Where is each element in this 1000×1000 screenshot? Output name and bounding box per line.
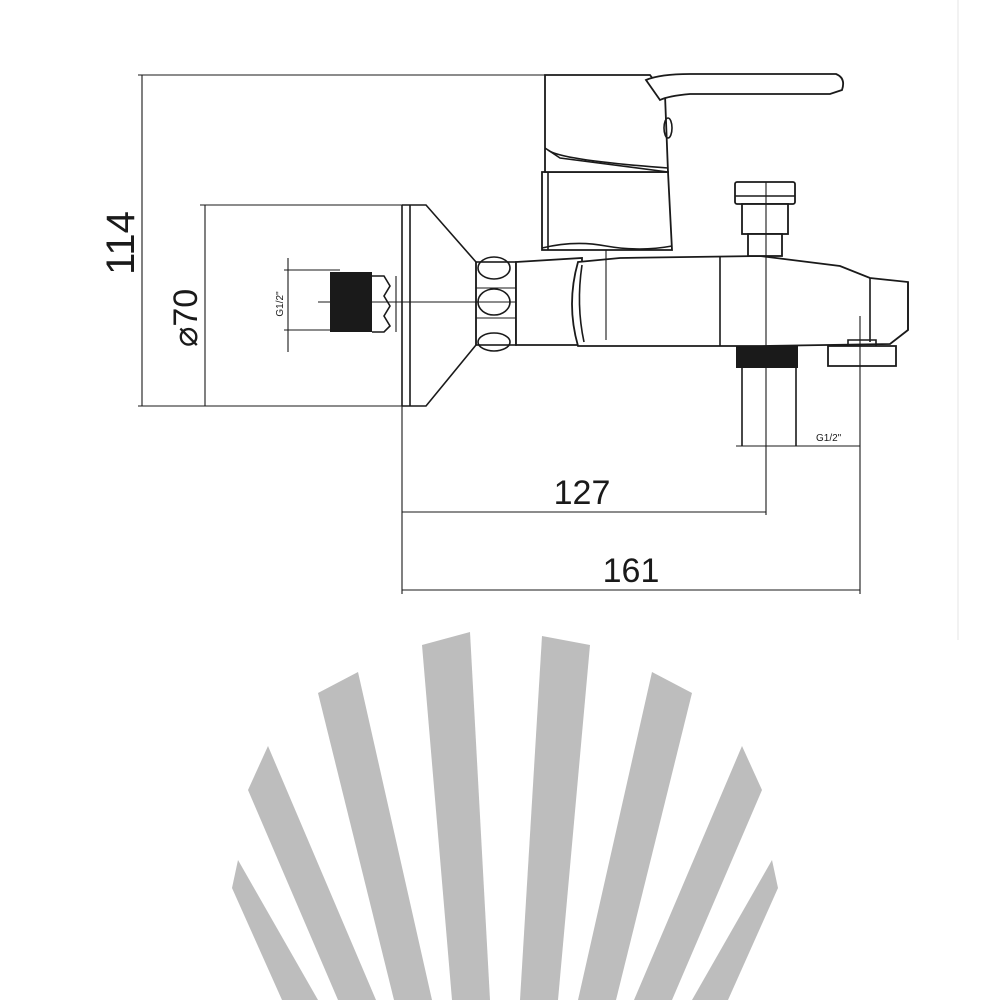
wall-inlet-thread-label: G1/2" xyxy=(275,291,286,317)
watermark-ray xyxy=(578,672,692,1000)
dimension-depth-long-label: 161 xyxy=(603,552,660,590)
watermark-ray xyxy=(248,746,376,1000)
faucet-body xyxy=(515,100,909,347)
watermark-ray xyxy=(422,632,490,1000)
diverter-knob xyxy=(734,181,796,515)
watermark-ray xyxy=(692,860,778,1000)
dimension-depth-short: 127 xyxy=(401,406,766,594)
dimension-depth-short-label: 127 xyxy=(554,474,611,512)
watermark-ray xyxy=(520,636,590,1000)
watermark-ray xyxy=(232,860,318,1000)
dimension-diameter: ⌀70 xyxy=(167,204,402,406)
diverter-outlet-thread: G1/2" xyxy=(736,346,860,447)
diverter-outlet-thread-label: G1/2" xyxy=(816,433,842,444)
mixer-cartridge xyxy=(541,171,673,251)
wall-inlet-thread: G1/2" xyxy=(275,258,540,352)
watermark-ray xyxy=(634,746,762,1000)
watermark-sunburst-logo xyxy=(232,632,778,1000)
dimension-depth-long: 161 xyxy=(402,552,860,591)
lever-handle xyxy=(544,73,845,173)
wall-rosette xyxy=(401,204,477,407)
dimension-height: 114 xyxy=(99,74,650,407)
diameter-symbol: ⌀ xyxy=(167,327,205,347)
dimension-height-label: 114 xyxy=(99,211,143,275)
dimension-diameter-label: ⌀70 xyxy=(167,289,205,347)
eccentric-connector xyxy=(475,256,517,352)
outlet-threaded-nipple xyxy=(736,346,798,368)
spout-aerator xyxy=(827,316,897,594)
watermark-ray xyxy=(318,672,432,1000)
diameter-value: 70 xyxy=(167,289,205,327)
